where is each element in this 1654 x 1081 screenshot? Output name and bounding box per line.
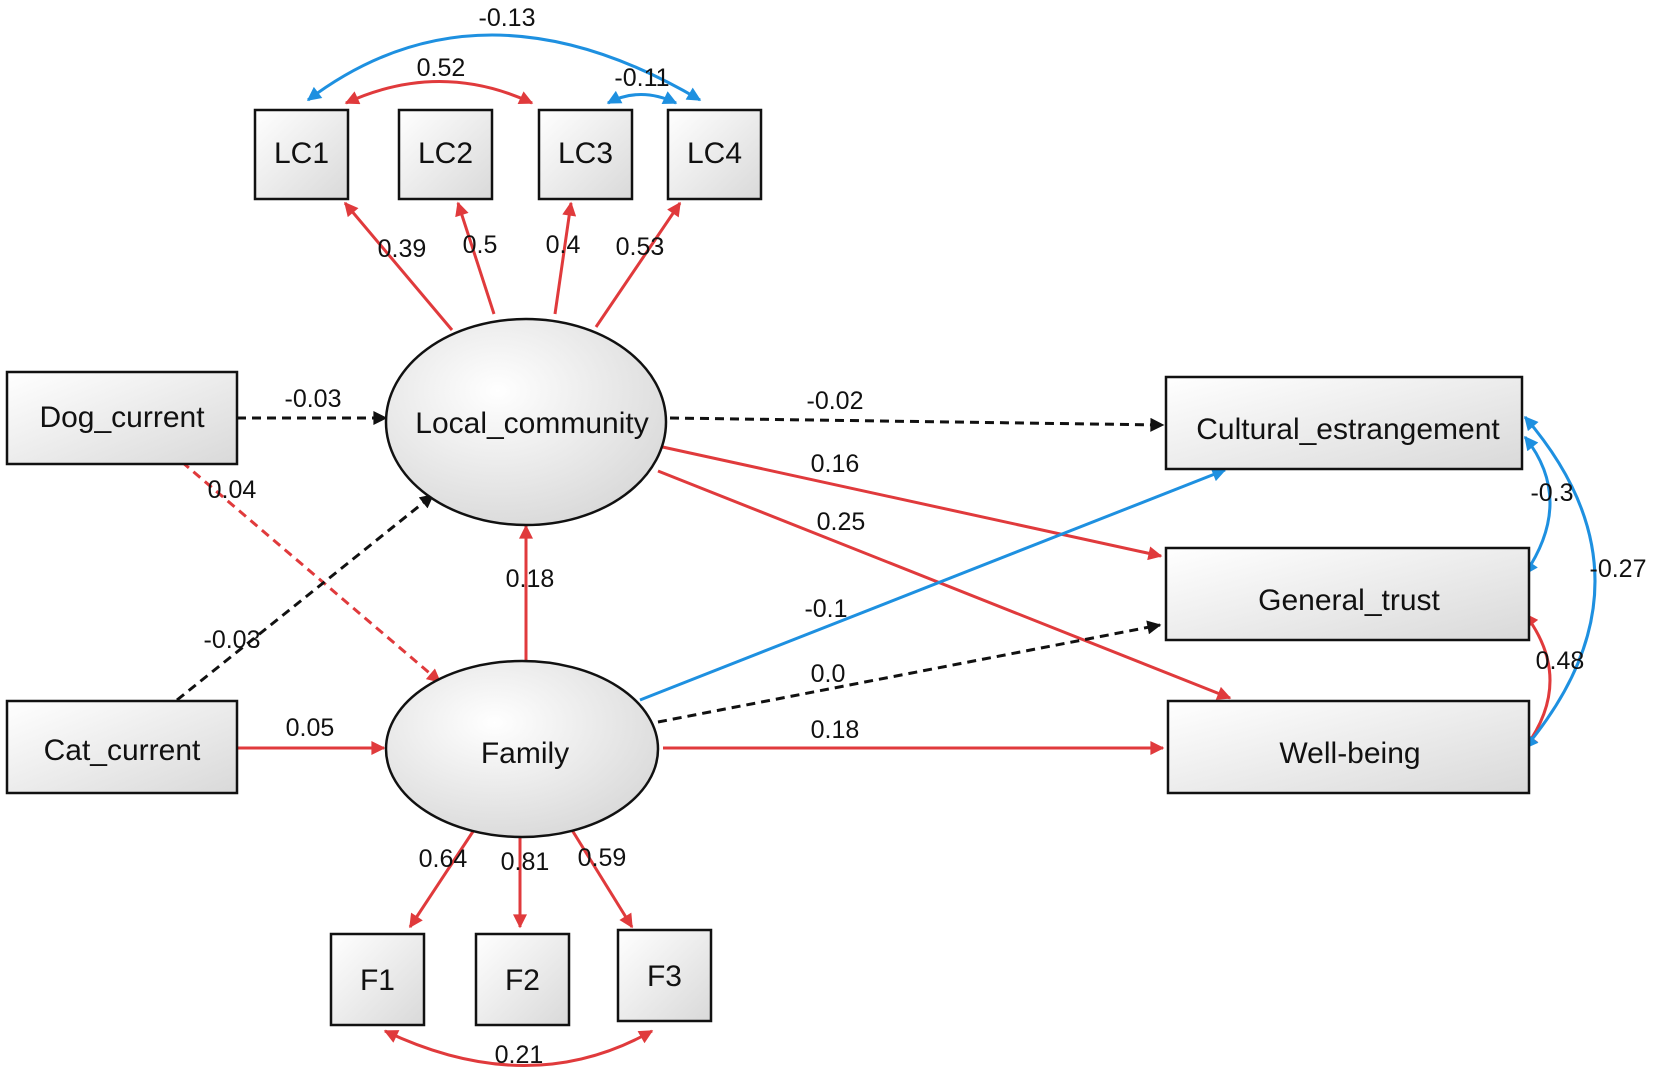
node-family: Family [384,659,660,839]
coef-family-wb: 0.18 [811,716,860,744]
node-general-trust: General_trust [1164,546,1531,642]
coef-lcom-lc3: 0.4 [546,231,581,259]
edge-lcom-ce [669,416,1165,432]
edge-lcom-lc1 [343,201,454,331]
node-cat-current: Cat_current [5,699,239,795]
node-cultural-estrangement: Cultural_estrangement [1164,375,1524,471]
edge-family-f1 [408,829,476,929]
node-local-community-label: Local_community [415,407,648,440]
edge-family-f3 [570,829,634,929]
coef-lcom-lc2: 0.5 [463,231,498,259]
edge-lcom-lc3 [553,201,577,315]
coef-gt-wb: 0.48 [1536,647,1585,675]
coef-lcom-gt: 0.16 [811,450,860,478]
edge-lcom-lc4 [594,201,682,328]
coef-dog-family: 0.04 [208,476,257,504]
edge-cat-lcom [176,493,435,702]
edge-lcom-gt [657,444,1163,561]
node-dog-current: Dog_current [5,370,239,466]
node-f1: F1 [329,932,426,1027]
edge-family-ce [639,468,1227,702]
edge-dog-family [181,460,442,684]
coef-family-lcom: 0.18 [506,565,555,593]
edge-lc1-lc4-covariance [306,33,702,102]
node-local-community: Local_community [384,317,668,527]
edge-family-gt [657,620,1162,724]
coef-lcom-lc1: 0.39 [378,235,427,263]
node-lc2: LC2 [397,108,494,201]
coef-lc1-lc3: 0.52 [417,54,466,82]
edge-lcom-wb [657,469,1232,700]
coef-dog-lcom: -0.03 [285,385,342,413]
edges [176,33,1597,1067]
coef-lcom-wb: 0.25 [817,508,866,536]
node-dog-current-label: Dog_current [39,401,205,434]
coef-family-f3: 0.59 [578,844,627,872]
node-lc2-label: LC2 [418,137,473,170]
node-f1-label: F1 [360,964,395,997]
nodes: LC1 LC2 LC3 LC4 Dog_current Cat_current … [5,108,1531,1027]
coef-cat-family: 0.05 [286,714,335,742]
coef-family-f2: 0.81 [501,848,550,876]
node-f3: F3 [616,928,713,1023]
edge-lcom-lc2 [455,201,496,315]
node-lc3: LC3 [537,108,634,201]
node-lc1-label: LC1 [274,137,329,170]
node-f2: F2 [474,932,571,1027]
coef-ce-gt: -0.3 [1530,479,1573,507]
node-lc1: LC1 [253,108,350,201]
coef-lcom-lc4: 0.53 [616,233,665,261]
node-f3-label: F3 [647,960,682,993]
node-general-trust-label: General_trust [1258,584,1440,617]
coef-lc3-lc4: -0.11 [614,64,669,92]
edge-ce-wb-covariance [1523,415,1597,750]
node-lc4-label: LC4 [687,137,742,170]
edge-lc3-lc4-covariance [606,90,678,105]
node-well-being-label: Well-being [1279,737,1420,770]
node-well-being: Well-being [1166,699,1531,795]
edge-f1-f3-covariance [383,1029,654,1067]
coef-lc1-lc4: -0.13 [479,4,536,32]
node-cat-current-label: Cat_current [44,734,201,767]
coef-family-gt: 0.0 [811,660,846,688]
node-lc3-label: LC3 [558,137,613,170]
node-cultural-estrangement-label: Cultural_estrangement [1196,413,1500,446]
node-f2-label: F2 [505,964,540,997]
coef-cat-lcom: -0.03 [204,626,261,654]
coef-ce-wb: -0.27 [1590,555,1647,583]
coef-family-ce: -0.1 [804,595,847,623]
coef-f1-f3: 0.21 [495,1041,544,1069]
coef-family-f1: 0.64 [419,845,468,873]
coef-lcom-ce: -0.02 [807,387,864,415]
node-family-label: Family [481,737,569,770]
coefficient-labels: -0.13 0.52 -0.11 0.39 0.5 0.4 0.53 -0.03… [204,4,1647,1069]
edge-lc1-lc3-covariance [344,80,534,105]
node-lc4: LC4 [666,108,763,201]
